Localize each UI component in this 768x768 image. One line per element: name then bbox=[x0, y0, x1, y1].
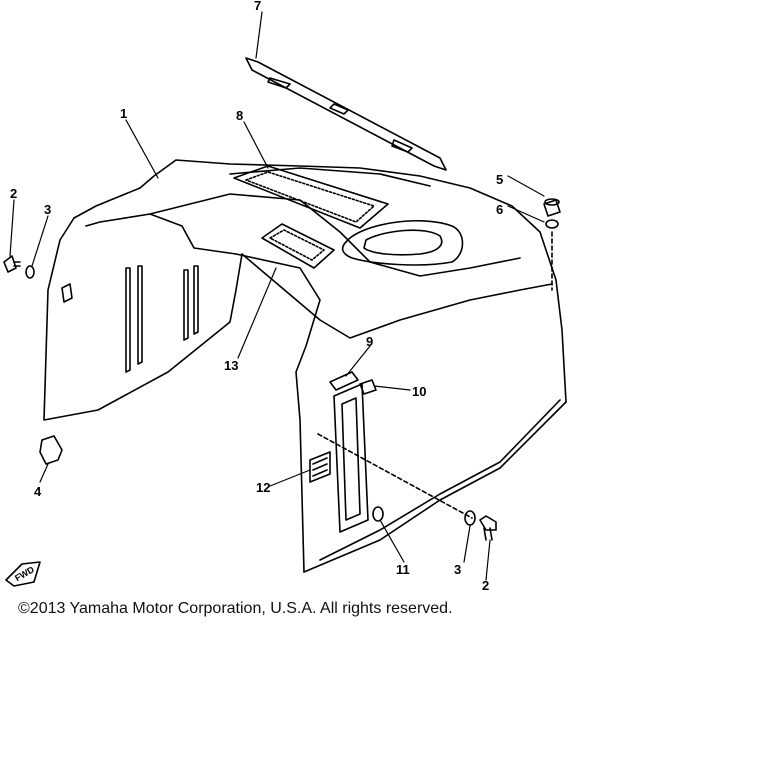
forward-arrow-icon bbox=[5, 561, 41, 587]
callout-11: 11 bbox=[396, 562, 410, 577]
hidden-axis-lower bbox=[317, 433, 473, 519]
washer-top bbox=[545, 219, 559, 229]
callout-5: 5 bbox=[496, 172, 503, 187]
callout-2-right: 2 bbox=[482, 578, 489, 593]
leader-lines bbox=[9, 11, 545, 581]
callout-3-left: 3 bbox=[44, 202, 51, 217]
grommet bbox=[372, 506, 384, 522]
callout-10: 10 bbox=[412, 384, 426, 399]
clip-nut bbox=[39, 435, 63, 465]
top-decal-panel bbox=[233, 165, 389, 229]
washer-right bbox=[464, 510, 476, 526]
cowling-body bbox=[43, 159, 567, 573]
callout-7: 7 bbox=[254, 0, 261, 13]
callout-3-right: 3 bbox=[454, 562, 461, 577]
callout-8: 8 bbox=[236, 108, 243, 123]
exploded-parts-diagram: 7 1 8 2 3 5 6 9 10 13 12 4 11 3 2 FWD bbox=[3, 0, 567, 593]
fwd-label: FWD bbox=[13, 564, 36, 583]
washer-left bbox=[25, 265, 35, 279]
top-trim-strip bbox=[245, 57, 447, 171]
side-decal bbox=[261, 223, 335, 269]
screw-left bbox=[3, 255, 21, 273]
callout-12: 12 bbox=[256, 480, 270, 495]
callout-6: 6 bbox=[496, 202, 503, 217]
retainer bbox=[359, 379, 377, 395]
callout-2-left: 2 bbox=[10, 186, 17, 201]
panel-clip bbox=[329, 371, 359, 391]
callout-1: 1 bbox=[120, 106, 127, 121]
cap-nut bbox=[543, 198, 561, 217]
copyright-notice: ©2013 Yamaha Motor Corporation, U.S.A. A… bbox=[18, 600, 453, 617]
caution-label bbox=[309, 451, 331, 483]
screw-right bbox=[479, 515, 497, 541]
callout-9: 9 bbox=[366, 334, 373, 349]
callout-4: 4 bbox=[34, 484, 42, 499]
callout-13: 13 bbox=[224, 358, 238, 373]
